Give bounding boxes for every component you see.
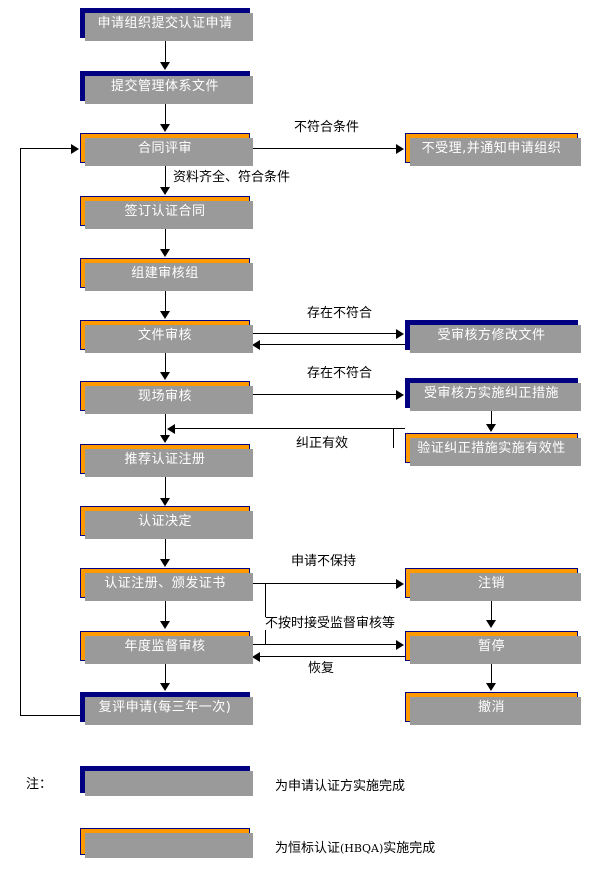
arrowhead-n9-n10 xyxy=(396,390,404,400)
arrowhead-n5-n6 xyxy=(160,249,170,257)
connector-n14-n15 xyxy=(250,583,398,584)
node-application-rejected-notify[interactable]: 不受理,并通知申请组织 xyxy=(405,133,581,166)
edge-label-not-accepting-surveillance: 不按时接受监督审核等 xyxy=(264,616,397,631)
connector-n3-n5 xyxy=(165,163,166,188)
node-form-audit-team[interactable]: 组建审核组 xyxy=(80,258,253,291)
node-auditee-revise-documents[interactable]: 受审核方修改文件 xyxy=(405,320,581,353)
connector-n7-n9 xyxy=(165,350,166,374)
connector-n15-n17 xyxy=(491,598,492,622)
arrowhead-n12-n13 xyxy=(160,498,170,506)
legend-swatch-orange xyxy=(80,828,253,858)
connector-n11-n12-stub xyxy=(393,428,405,429)
connector-n6-n7 xyxy=(165,288,166,313)
node-onsite-audit[interactable]: 现场审核 xyxy=(80,381,253,414)
edge-label-resume: 恢复 xyxy=(307,661,336,676)
node-recommend-certification-registration[interactable]: 推荐认证注册 xyxy=(80,444,253,477)
edge-label-documents-complete: 资料齐全、符合条件 xyxy=(172,170,292,185)
node-document-review[interactable]: 文件审核 xyxy=(80,320,253,353)
legend-text-hbqa-prefix: 为恒标认证 xyxy=(275,841,341,856)
arrowhead-n17-n16 xyxy=(252,652,260,662)
node-contract-review[interactable]: 合同评审 xyxy=(80,133,253,166)
node-withdrawal[interactable]: 撤消 xyxy=(405,692,581,725)
legend-text-hbqa-suffix: 实施完成 xyxy=(383,841,436,856)
arrowhead-n9-n12 xyxy=(160,435,170,443)
legend-text-hbqa-code: (HBQA) xyxy=(340,842,384,855)
arrowhead-n18-n3 xyxy=(71,144,79,154)
node-suspension[interactable]: 暂停 xyxy=(405,631,581,664)
connector-n9-n12 xyxy=(165,411,166,439)
connector-branch-riser xyxy=(265,583,266,644)
edge-label-noncompliant-condition: 不符合条件 xyxy=(293,120,361,135)
connector-n11-n12-horizontal xyxy=(175,428,394,429)
connector-n17-n16-back xyxy=(260,656,405,657)
connector-n16-n17-out xyxy=(250,644,398,645)
arrowhead-n3-n5 xyxy=(160,187,170,195)
connector-n18-loop-top xyxy=(20,148,73,149)
edge-label-correction-effective: 纠正有效 xyxy=(295,436,350,451)
edge-label-nonconformity-onsite: 存在不符合 xyxy=(306,366,374,381)
connector-n2-n3 xyxy=(165,101,166,126)
connector-n3-n4 xyxy=(250,148,398,149)
connector-n1-n2 xyxy=(165,38,166,63)
connector-n13-n14 xyxy=(165,536,166,561)
arrowhead-n7-n8 xyxy=(396,329,404,339)
connector-n12-n13 xyxy=(165,474,166,499)
connector-n5-n6 xyxy=(165,226,166,251)
arrowhead-n10-n11 xyxy=(486,424,496,432)
arrowhead-n3-n4 xyxy=(396,144,404,154)
arrowhead-n15-n17 xyxy=(486,620,496,628)
arrowhead-n6-n7 xyxy=(160,311,170,319)
arrowhead-n8-n7 xyxy=(252,340,260,350)
node-reassessment-application[interactable]: 复评申请(每三年一次) xyxy=(80,692,253,725)
node-auditee-implement-corrective-actions[interactable]: 受审核方实施纠正措施 xyxy=(405,378,581,411)
legend-text-hbqa: 为恒标认证(HBQA)实施完成 xyxy=(275,837,435,856)
arrowhead-n11-n12 xyxy=(167,424,175,434)
arrowhead-n16-n17 xyxy=(396,640,404,650)
node-cancellation[interactable]: 注销 xyxy=(405,568,581,601)
node-submit-certification-application[interactable]: 申请组织提交认证申请 xyxy=(80,8,253,41)
connector-n14-n16 xyxy=(165,598,166,623)
legend-text-applicant: 为申请认证方实施完成 xyxy=(275,779,406,794)
node-verify-corrective-action-effectiveness[interactable]: 验证纠正措施实施有效性 xyxy=(405,433,581,466)
node-certification-decision[interactable]: 认证决定 xyxy=(80,506,253,539)
node-submit-management-system-documents[interactable]: 提交管理体系文件 xyxy=(80,71,253,104)
connector-n7-n8-out xyxy=(250,333,398,334)
connector-n11-n12-vertical xyxy=(393,428,394,448)
arrowhead-n17-n19 xyxy=(486,683,496,691)
arrowhead-n14-n16 xyxy=(160,621,170,629)
connector-n10-n11 xyxy=(491,408,492,426)
arrowhead-n14-n15 xyxy=(396,579,404,589)
edge-label-application-not-maintained: 申请不保持 xyxy=(290,554,358,569)
node-registration-issue-certificate[interactable]: 认证注册、颁发证书 xyxy=(80,568,253,601)
connector-n8-n7-back xyxy=(260,344,405,345)
connector-n16-n18 xyxy=(165,661,166,685)
arrowhead-n13-n14 xyxy=(160,559,170,567)
arrowhead-n1-n2 xyxy=(160,62,170,70)
arrowhead-n2-n3 xyxy=(160,124,170,132)
legend-note-label: 注： xyxy=(26,777,53,792)
node-annual-surveillance-audit[interactable]: 年度监督审核 xyxy=(80,631,253,664)
connector-n18-loop-bottom xyxy=(20,715,82,716)
legend-swatch-navy xyxy=(80,766,253,796)
edge-label-nonconformity-doc: 存在不符合 xyxy=(306,306,374,321)
arrowhead-n16-n18 xyxy=(160,683,170,691)
connector-n9-n10 xyxy=(250,394,398,395)
connector-n18-loop-left xyxy=(20,148,21,715)
node-sign-certification-contract[interactable]: 签订认证合同 xyxy=(80,196,253,229)
connector-n17-n19 xyxy=(491,661,492,685)
arrowhead-n7-n9 xyxy=(160,372,170,380)
